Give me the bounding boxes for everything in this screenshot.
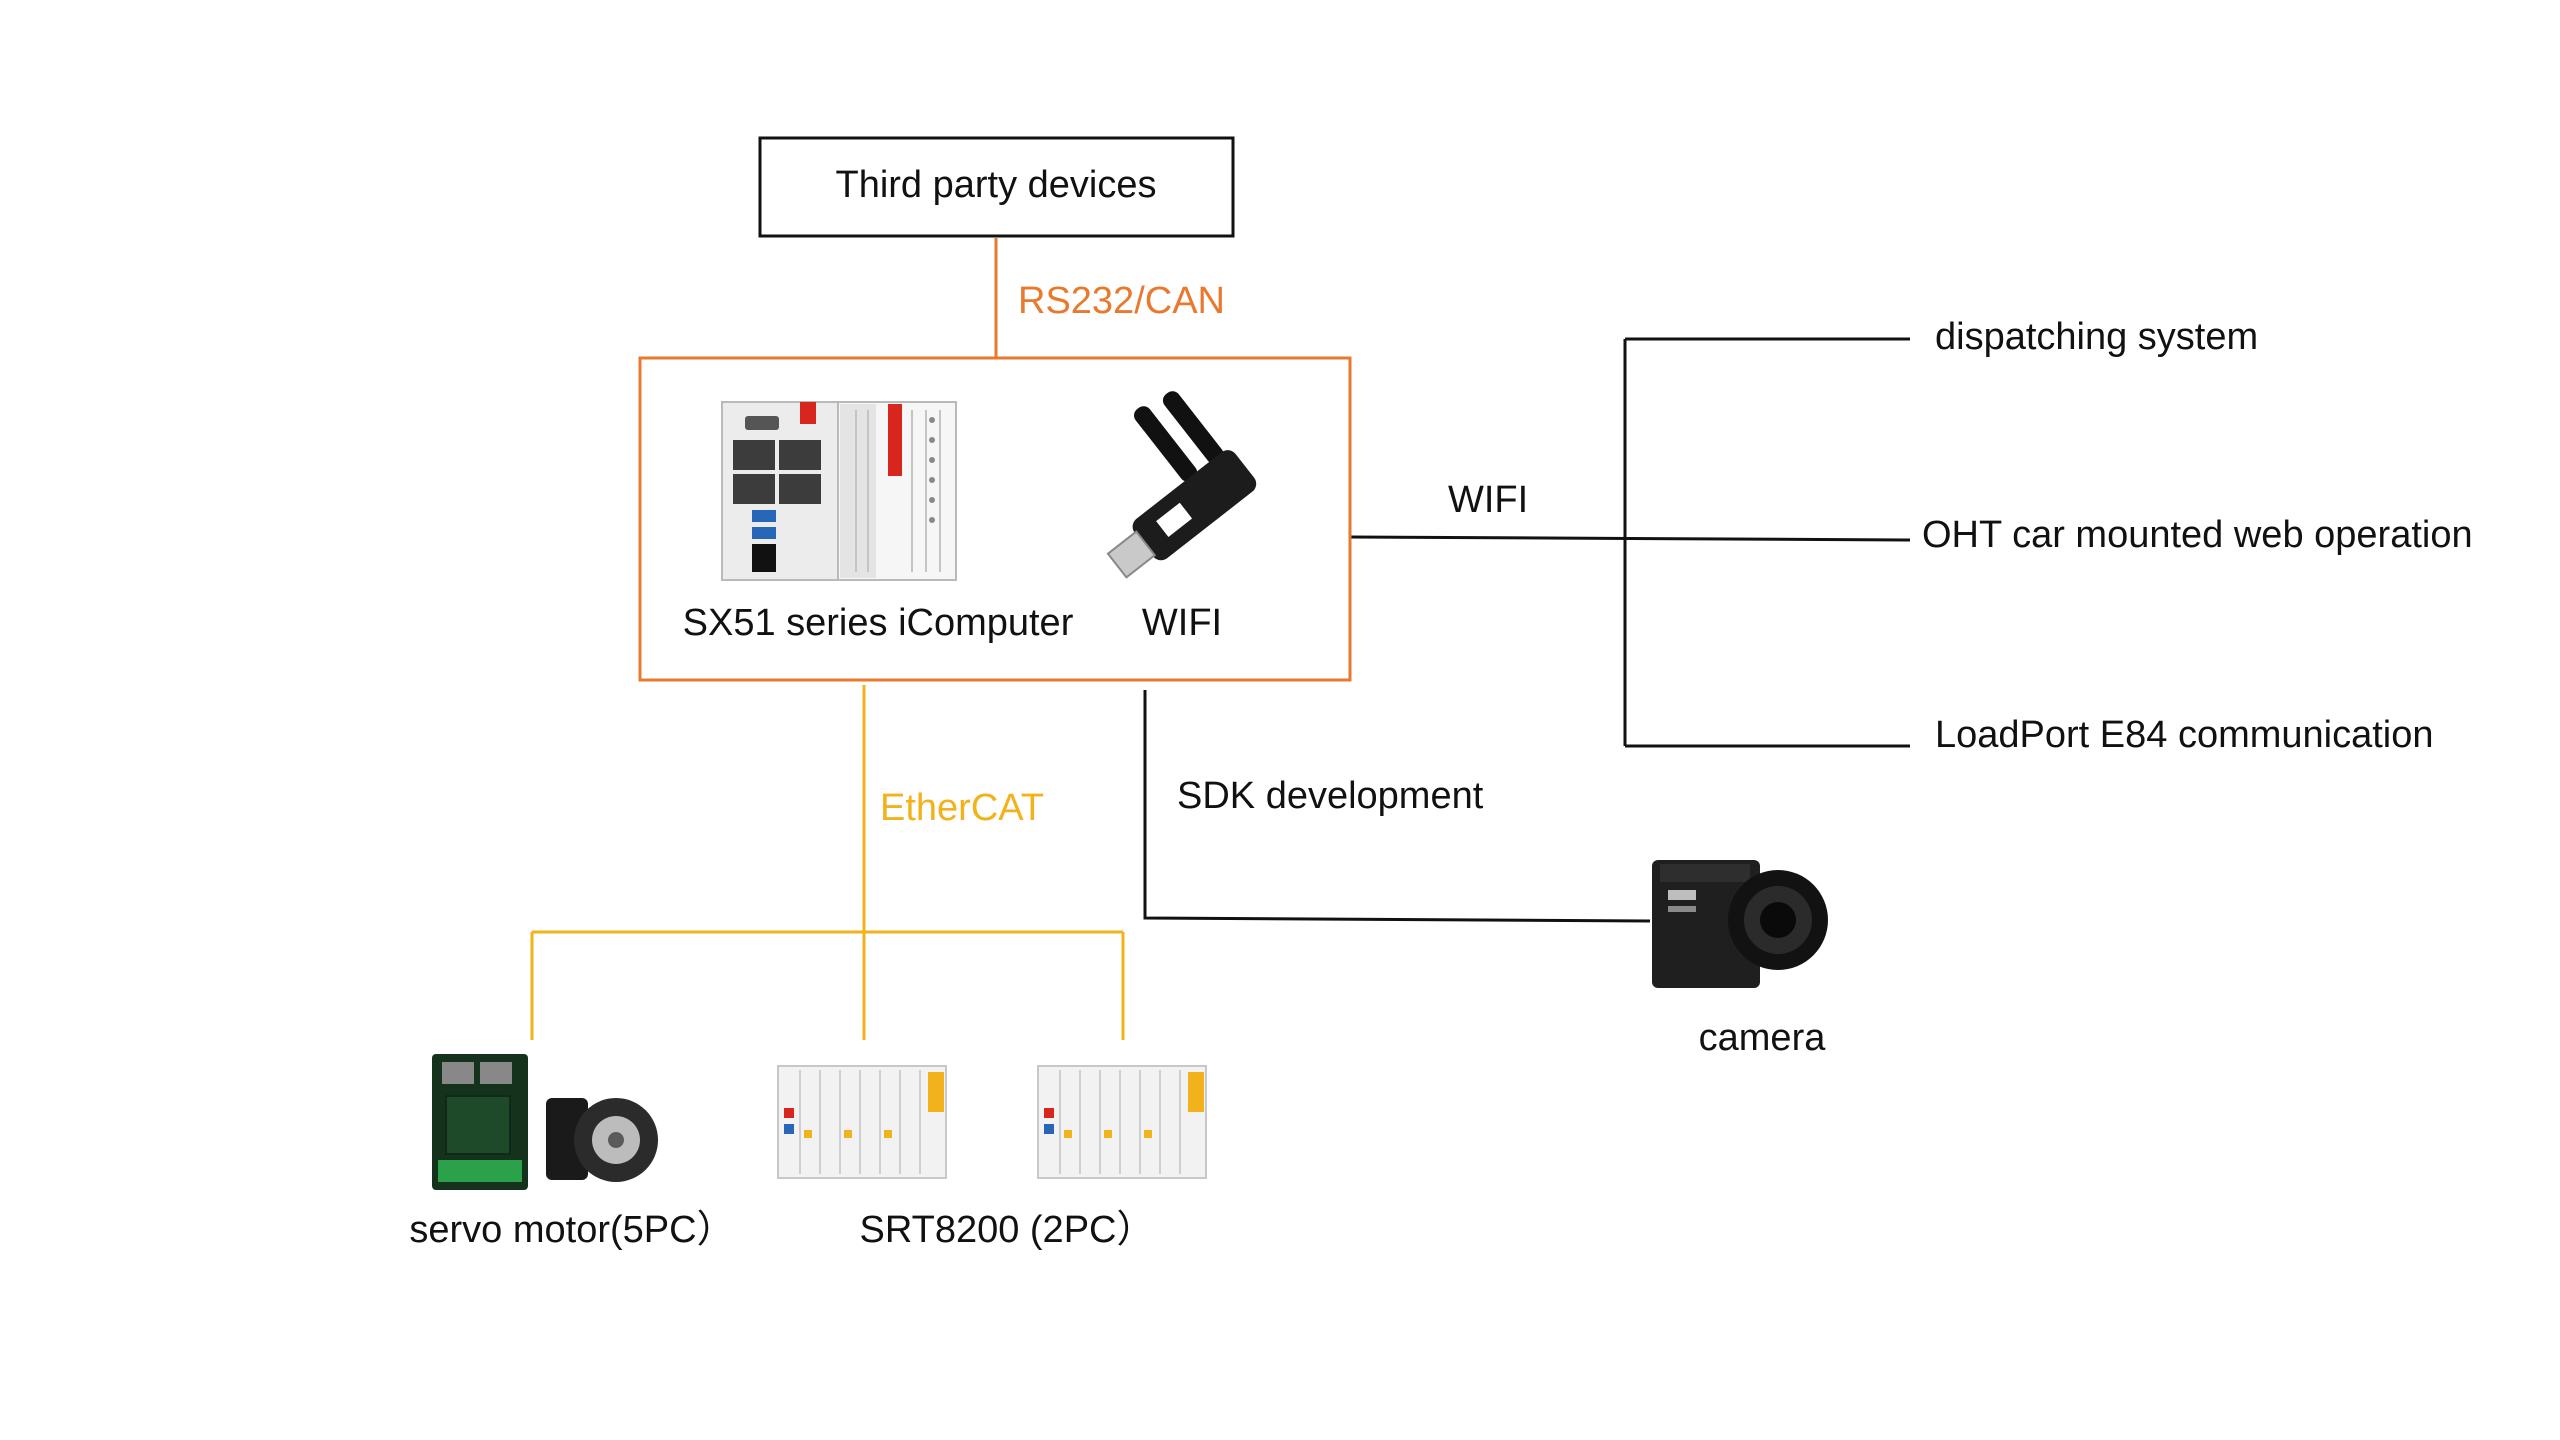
camera-label: camera <box>1699 1017 1827 1059</box>
icomputer-label: SX51 series iComputer <box>683 602 1074 644</box>
sdk-link-line <box>1143 690 1651 923</box>
servo-motor-label: servo motor(5PC） <box>409 1209 734 1251</box>
third-party-devices-label: Third party devices <box>835 164 1156 206</box>
oht-web-operation-label: OHT car mounted web operation <box>1922 514 2473 556</box>
controller-node: SX51 series iComputer WIFI <box>638 356 1352 682</box>
rs232-can-label: RS232/CAN <box>1018 280 1225 322</box>
connectors <box>530 238 1911 1040</box>
third-party-devices-box <box>758 136 1235 238</box>
third-party-devices-node: Third party devices <box>758 136 1235 238</box>
dispatching-system-label: dispatching system <box>1935 316 2258 358</box>
srt8200-module-1-image <box>777 1065 947 1179</box>
wifi-link-label: WIFI <box>1448 479 1528 521</box>
servo-motor-image <box>432 1054 658 1190</box>
wifi-link-line <box>1350 535 1911 542</box>
sdk-development-label: SDK development <box>1177 775 1484 817</box>
wifi-adapter-label: WIFI <box>1142 602 1222 644</box>
srt8200-module-2-image <box>1037 1065 1207 1179</box>
icomputer-device-image <box>721 401 957 581</box>
loadport-e84-label: LoadPort E84 communication <box>1935 714 2434 756</box>
camera-image <box>1652 860 1828 988</box>
srt8200-label: SRT8200 (2PC） <box>860 1209 1155 1251</box>
wifi-adapter-image <box>1106 391 1257 579</box>
ethercat-label: EtherCAT <box>880 787 1044 829</box>
